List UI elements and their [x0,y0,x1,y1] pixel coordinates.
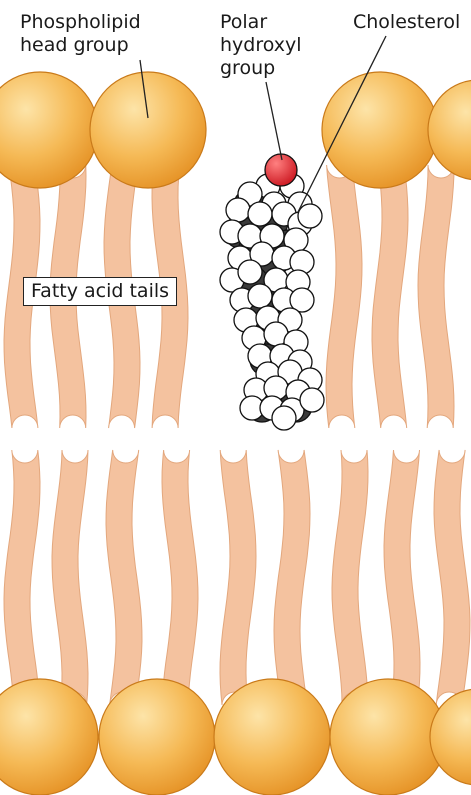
fatty-acid-tail [332,450,368,705]
fatty-acid-tail [4,450,40,705]
polar-hydroxyl-group-label: Polar hydroxyl group [220,11,302,80]
hydroxyl-oxygen-atom [265,154,297,186]
upper-phospholipid-heads [0,72,471,188]
fatty-acid-tail [418,165,454,428]
phospholipid-head [330,679,446,795]
hydrogen-atom [248,202,272,226]
fatty-acid-tail [372,165,408,428]
fatty-acid-tail [52,450,88,705]
hydrogen-atom [248,284,272,308]
phospholipid-head [428,80,471,180]
fatty-acid-tails-label: Fatty acid tails [23,277,177,306]
phospholipid-head [99,679,215,795]
cholesterol-molecule [220,154,324,430]
lower-phospholipid-heads [0,679,471,795]
phospholipid-head [214,679,330,795]
lower-fatty-acid-tails [4,450,470,705]
fatty-acid-tail [220,450,256,705]
fatty-acid-tail [162,450,198,705]
hydrogen-atom [298,204,322,228]
phospholipid-head [0,72,98,188]
hydrogen-atom [238,260,262,284]
phospholipid-head [90,72,206,188]
cholesterol-label: Cholesterol [353,11,460,34]
hydrogen-atom [226,198,250,222]
fatty-acid-tail [384,450,420,705]
polar-hydroxyl-leader-line [266,82,282,160]
hydrogen-atom [272,406,296,430]
fatty-acid-tail [326,165,362,428]
fatty-acid-tail [434,450,470,705]
fatty-acid-tail [106,450,142,705]
hydrogen-atom [300,388,324,412]
phospholipid-head-group-label: Phospholipid head group [20,11,141,57]
fatty-acid-tail [274,450,310,705]
